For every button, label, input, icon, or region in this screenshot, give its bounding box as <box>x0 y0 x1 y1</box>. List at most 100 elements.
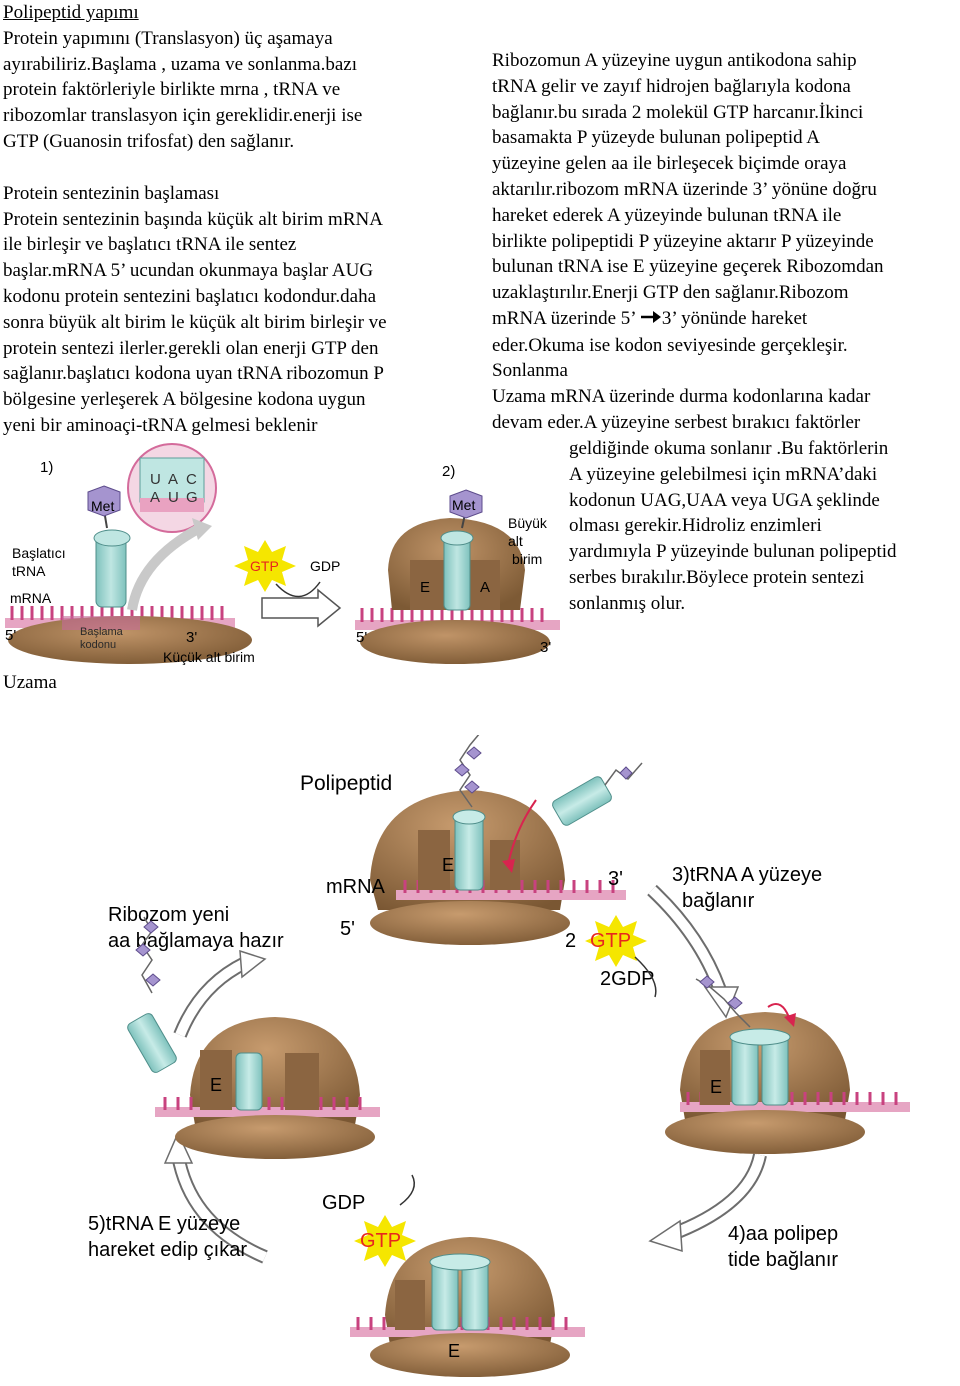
small-subunit-label: Küçük alt birim <box>163 649 255 665</box>
intro-line: Protein yapımını (Translasyon) üç aşamay… <box>3 27 333 49</box>
cycle-arrow-right-bottom <box>648 1153 767 1253</box>
right-line: Ribozomun A yüzeyine uygun antikodona sa… <box>492 50 857 71</box>
step-3-label-1: 3)tRNA A yüzeye <box>672 864 822 886</box>
intro-line: protein faktörleriyle birlikte mrna , tR… <box>3 79 341 101</box>
codon-top-u: U <box>150 471 161 488</box>
five-prime-1: 5' <box>5 627 16 644</box>
codon-top-a: A <box>168 471 178 488</box>
initiation-diagram: 1) Met U A C A U G Başlatıcı tRNA mRNA 5… <box>5 443 560 665</box>
start-codon-label-2: kodonu <box>80 639 116 651</box>
right-arrow-icon <box>640 307 662 333</box>
two-gtp-count: 2 <box>565 930 576 952</box>
initiator-label-2: tRNA <box>12 563 46 579</box>
e-site-label-bottom: E <box>448 1341 460 1361</box>
initiator-label-1: Başlatıcı <box>12 545 66 561</box>
large-subunit-label-1: Büyük <box>508 515 548 531</box>
codon-zoom-bubble <box>127 443 217 533</box>
section-heading-uzama: Uzama <box>3 672 57 693</box>
start-line: kodonu protein sentezini başlatıcı kodon… <box>3 285 377 307</box>
right-line: uzaklaştırılır.Enerji GTP den sağlanır.R… <box>492 282 849 304</box>
ready-label-1: Ribozom yeni <box>108 904 229 926</box>
indent-line: sonlanmış olur. <box>569 592 686 614</box>
gtp-label-1: GTP <box>250 558 279 574</box>
ribosome-right <box>665 975 910 1154</box>
gtp-star-icon <box>234 540 296 592</box>
five-prime-cycle: 5' <box>340 918 355 940</box>
right-line: aktarılır.ribozom mRNA üzerinde 3’ yönün… <box>492 178 877 200</box>
right-line: bulunan tRNA ise E yüzeyine geçerek Ribo… <box>492 256 884 278</box>
codon-bottom-g: G <box>186 489 198 506</box>
met-amino-acid-2 <box>449 489 483 519</box>
e-site-label-right: E <box>710 1077 722 1097</box>
arrow-text-after: 3’ yönünde hareket <box>661 307 808 329</box>
right-line: devam eder.A yüzeyine serbest bırakıcı f… <box>492 411 861 433</box>
polypeptide-chain-top <box>454 735 482 808</box>
section-heading-start: Protein sentezinin başlaması <box>3 182 220 204</box>
step-3-label-2: bağlanır <box>682 890 755 912</box>
start-line: sonra büyük alt birim le küçük alt birim… <box>3 311 387 333</box>
gtp-label-3: GTP <box>360 1230 401 1252</box>
codon-bottom-u: U <box>168 489 179 506</box>
gtp-to-gdp-arrow <box>275 581 321 598</box>
start-codon-label-1: Başlama <box>80 626 124 638</box>
e-site <box>410 560 445 610</box>
indent-line: yardımıyla P yüzeyinde bulunan polipepti… <box>569 541 897 563</box>
met-amino-acid <box>87 485 121 517</box>
a-site-label: A <box>480 579 490 596</box>
mrna-label-cycle: mRNA <box>326 876 386 898</box>
a-site <box>470 560 500 610</box>
right-indent-column: geldiğinde okuma sonlanır .Bu faktörleri… <box>569 436 960 617</box>
step-4-label-1: 4)aa polipep <box>728 1223 838 1245</box>
cycle-arrow-right-top <box>647 884 740 1019</box>
elongation-cycle-diagram: E Polipeptid mRNA 5' 3' Ribozom yeni aa … <box>88 735 910 1377</box>
gtp-star-icon-2 <box>585 915 647 967</box>
ready-label-2: aa bağlamaya hazır <box>108 930 284 952</box>
trna-incoming-top <box>552 762 643 826</box>
two-gdp-label: 2GDP <box>600 968 654 990</box>
gtp-release-curve <box>399 1174 415 1206</box>
right-line-arrow: mRNA üzerinde 5’ 3’ yönünde hareket <box>492 306 960 333</box>
trna-p-site <box>440 513 474 611</box>
e-site-label-left: E <box>210 1075 222 1095</box>
start-line: Protein sentezinin başında küçük alt bir… <box>3 208 383 230</box>
right-text-column: Ribozomun A yüzeyine uygun antikodona sa… <box>492 48 960 436</box>
step-5-label-2: hareket edip çıkar <box>88 1239 247 1261</box>
transition-arrow-icon <box>261 588 342 628</box>
right-line: yüzeyine gelen aa ile birleşecek biçimde… <box>492 153 847 175</box>
three-prime-cycle: 3' <box>608 868 623 890</box>
step-5-label-1: 5)tRNA E yüzeye <box>88 1213 240 1235</box>
section-heading-sonlanma: Sonlanma <box>492 360 568 382</box>
initiator-trna <box>93 509 131 608</box>
gtp-label-2: GTP <box>590 930 631 952</box>
five-prime-2: 5' <box>356 629 367 646</box>
small-subunit-2 <box>360 620 550 664</box>
zoom-curved-arrow <box>127 523 203 611</box>
gtp-star-icon-3 <box>354 1215 416 1267</box>
intro-line: GTP (Guanosin trifosfat) den sağlanır. <box>3 130 295 152</box>
start-line: sağlanır.başlatıcı kodona uyan tRNA ribo… <box>3 363 385 385</box>
e-site-label-top: E <box>442 855 454 875</box>
step-4-label-2: tide bağlanır <box>728 1249 838 1271</box>
polipeptid-label: Polipeptid <box>300 772 392 795</box>
codon-bottom-a: A <box>150 489 160 506</box>
start-codon-highlight <box>62 616 140 630</box>
ribosome-left <box>127 916 380 1159</box>
right-line: birlikte polipeptidi P yüzeyine aktarır … <box>492 230 874 252</box>
indent-line: serbes bırakılır.Böylece protein sentezi <box>569 566 865 588</box>
ribosome-top <box>370 790 626 945</box>
start-line: protein sentezi ilerler.gerekli olan ene… <box>3 337 379 359</box>
large-subunit-label-3: birim <box>512 551 542 567</box>
arrow-text-before: mRNA üzerinde 5’ <box>492 307 636 329</box>
indent-line: kodonun UAG,UAA veya UGA şeklinde <box>569 489 880 511</box>
right-line: eder.Okuma ise kodon seviyesinde gerçekl… <box>492 334 848 356</box>
step-2-label: 2) <box>442 463 455 480</box>
intro-line: ayırabiliriz.Başlama , uzama ve sonlanma… <box>3 53 357 75</box>
gdp-label-cycle: GDP <box>322 1192 365 1214</box>
indent-line: olması gerekir.Hidroliz enzimleri <box>569 515 822 537</box>
three-prime-2: 3' <box>540 639 551 656</box>
indent-line: geldiğinde okuma sonlanır .Bu faktörleri… <box>569 438 889 459</box>
cycle-arrow-left-top <box>173 949 267 1038</box>
start-line: yeni bir aminoaçi-tRNA gelmesi beklenir <box>3 414 318 436</box>
codon-top-c: C <box>186 471 197 488</box>
right-line: basamakta P yüzeyde bulunan polipeptid A <box>492 127 821 149</box>
